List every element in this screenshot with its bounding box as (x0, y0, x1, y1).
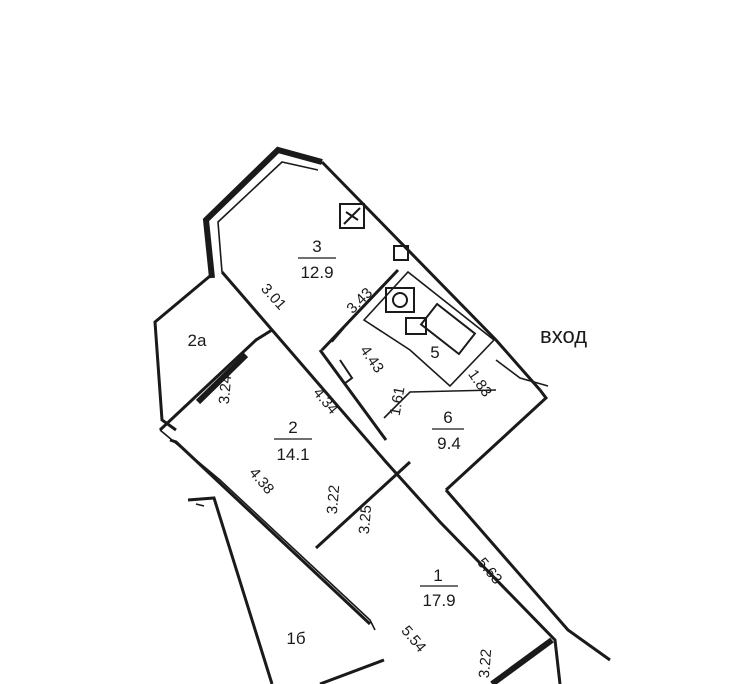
room-labels: 3 12.9 2 14.1 6 9.4 1 17.9 5 2а 1б (188, 237, 464, 648)
room-2a-number: 2а (188, 331, 207, 350)
dim-4-38: 4.38 (246, 464, 278, 497)
room-2-area: 14.1 (276, 445, 309, 464)
wall-corridor (318, 349, 388, 441)
dim-3-24: 3.24 (216, 374, 235, 405)
toilet-box (405, 317, 427, 335)
walls (153, 146, 611, 684)
washbasin-box (385, 287, 415, 313)
vent-symbol (343, 207, 361, 225)
outer-wall-left (220, 271, 562, 684)
washbasin (392, 292, 408, 308)
dim-4-34: 4.34 (310, 384, 342, 417)
balcony-1b-inner (195, 503, 205, 507)
entrance-door (495, 359, 549, 387)
dim-1-83: 1.83 (464, 367, 495, 401)
room-5-number: 5 (430, 343, 439, 362)
wall-room3-room2 (320, 268, 400, 352)
shaft-box (393, 245, 409, 261)
wall-room3-room2-inner (331, 327, 345, 343)
dim-4-43: 4.43 (356, 343, 387, 377)
wall-room2-room1 (314, 460, 412, 550)
wall-room1-right (444, 489, 611, 662)
door-room1-bottom (490, 637, 554, 684)
bathroom-walls (362, 270, 496, 388)
balcony-2a-door (195, 352, 249, 405)
dim-1-61: 1.61 (387, 385, 409, 417)
room-6-number: 6 (443, 408, 452, 427)
dim-3-25: 3.25 (356, 504, 375, 535)
balcony-2a-outline (153, 274, 211, 432)
closet-hatch (339, 359, 354, 385)
dim-3-22-room2: 3.22 (324, 484, 343, 515)
outer-wall-room2 (158, 328, 273, 432)
room-6-area: 9.4 (437, 434, 461, 453)
outer-wall-right (444, 389, 549, 492)
bay-window (202, 146, 323, 279)
room2-outer-left (169, 438, 372, 626)
dimension-labels: 3.43 3.01 4.43 1.61 1.83 3.24 4.34 4.38 … (216, 280, 506, 678)
room-2-number: 2 (288, 418, 297, 437)
room-3-area: 12.9 (300, 263, 333, 282)
entry-label: вход (540, 323, 587, 348)
fixtures (339, 203, 496, 388)
vent-box (339, 203, 365, 229)
dim-5-54: 5.54 (398, 622, 430, 655)
wall-room6 (383, 389, 497, 419)
balcony-1b-right (319, 658, 385, 684)
bathtub (419, 302, 477, 356)
room-1b-number: 1б (286, 629, 305, 648)
outer-wall-room3 (320, 160, 542, 391)
room-3-number: 3 (312, 237, 321, 256)
dim-3-01: 3.01 (257, 280, 289, 313)
room-1-area: 17.9 (422, 591, 455, 610)
room-1-number: 1 (433, 566, 442, 585)
balcony-1b-outline (187, 496, 274, 684)
bay-window-inner (217, 161, 319, 273)
dim-3-22-room1: 3.22 (476, 648, 495, 679)
